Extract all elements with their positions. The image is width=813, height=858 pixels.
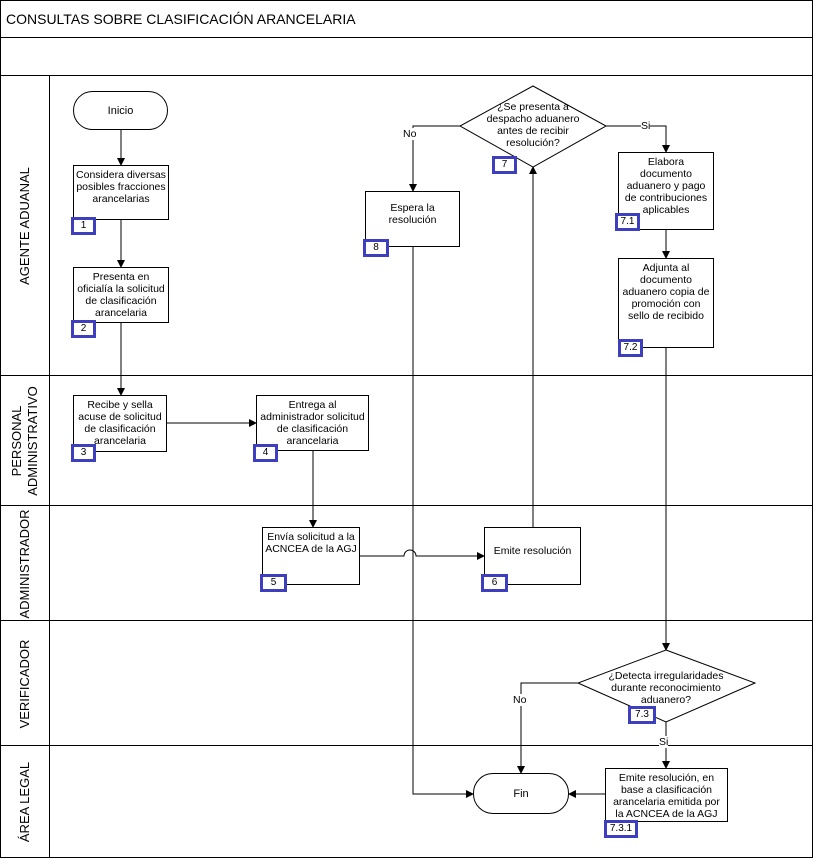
lane-label-agente-aduanal: AGENTE ADUANAL [0,76,50,376]
step-4-text: Entrega al administrador solicitud de cl… [260,399,365,447]
decision-7-3-tag: 7.3 [628,706,656,724]
decision-7-3-text: ¿Detecta irregularidades durante reconoc… [608,670,724,706]
lane-label-personal-administrativo: PERSONAL ADMINISTRATIVO [0,376,50,506]
decision-7-3-shape [576,649,757,723]
lane-label-administrador: ADMINISTRADOR [0,506,50,621]
edge-d7-s71 [604,125,670,153]
step-7-2-box: Adjunta al documento aduanero copia de p… [618,258,714,348]
edge-d73-fin [517,682,578,774]
step-1-tag: 1 [71,217,96,235]
end-terminal: Fin [473,773,569,814]
step-4-box: Entrega al administrador solicitud de cl… [256,395,369,451]
step-7-1-tag: 7.1 [615,213,640,231]
step-1-text: Considera diversas posibles fracciones a… [76,169,166,205]
lane-label-area-legal: ÁREA LEGAL [0,746,50,858]
step-3-tag: 3 [71,444,96,462]
step-5-box: Envía solicitud a la ACNCEA de la AGJ [262,527,360,585]
step-4-tag: 4 [253,444,278,462]
step-7-2-text: Adjunta al documento aduanero copia de p… [622,262,710,322]
step-6-text: Emite resolución [493,545,572,557]
edge-label-d73-no: No [513,694,527,706]
decision-7-shape [458,85,608,168]
step-3-text: Recibe y sella acuse de solicitud de cla… [78,399,162,447]
step-7-1-text: Elabora documento aduanero y pago de con… [624,156,708,216]
edge-label-d73-si: Si [659,736,669,748]
step-8-text: Espera la resolución [388,202,437,226]
step-2-text: Presenta en oficialía la solicitud de cl… [77,271,165,319]
edge-d7-s8 [409,125,461,192]
step-8-box: Espera la resolución [365,191,460,247]
step-7-3-1-box: Emite resolución, en base a clasificació… [605,768,728,822]
step-3-box: Recibe y sella acuse de solicitud de cla… [73,395,167,452]
end-terminal-label: Fin [513,787,529,800]
decision-7-text: ¿Se presenta a despacho aduanero antes d… [486,101,580,149]
step-5-text: Envía solicitud a la ACNCEA de la AGJ [265,531,357,555]
edge-s8-fin [412,247,474,798]
edge-label-d7-no: No [403,128,417,140]
lane-label-verificador: VERIFICADOR [0,621,50,746]
step-7-3-1-tag: 7.3.1 [604,820,638,838]
step-6-tag: 6 [481,574,508,592]
step-7-3-1-text: Emite resolución, en base a clasificació… [613,772,720,820]
step-5-tag: 5 [260,574,287,592]
step-2-box: Presenta en oficialía la solicitud de cl… [73,267,169,323]
start-terminal-label: Inicio [107,104,134,117]
decision-7-tag: 7 [492,156,517,174]
step-7-1-box: Elabora documento aduanero y pago de con… [618,152,714,230]
start-terminal: Inicio [73,91,168,130]
step-1-box: Considera diversas posibles fracciones a… [73,165,169,220]
step-8-tag: 8 [363,239,389,257]
edge-label-d7-si: Si [641,120,651,132]
step-7-2-tag: 7.2 [618,339,643,357]
step-2-tag: 2 [71,320,96,338]
edge-s5-s6 [360,549,485,560]
